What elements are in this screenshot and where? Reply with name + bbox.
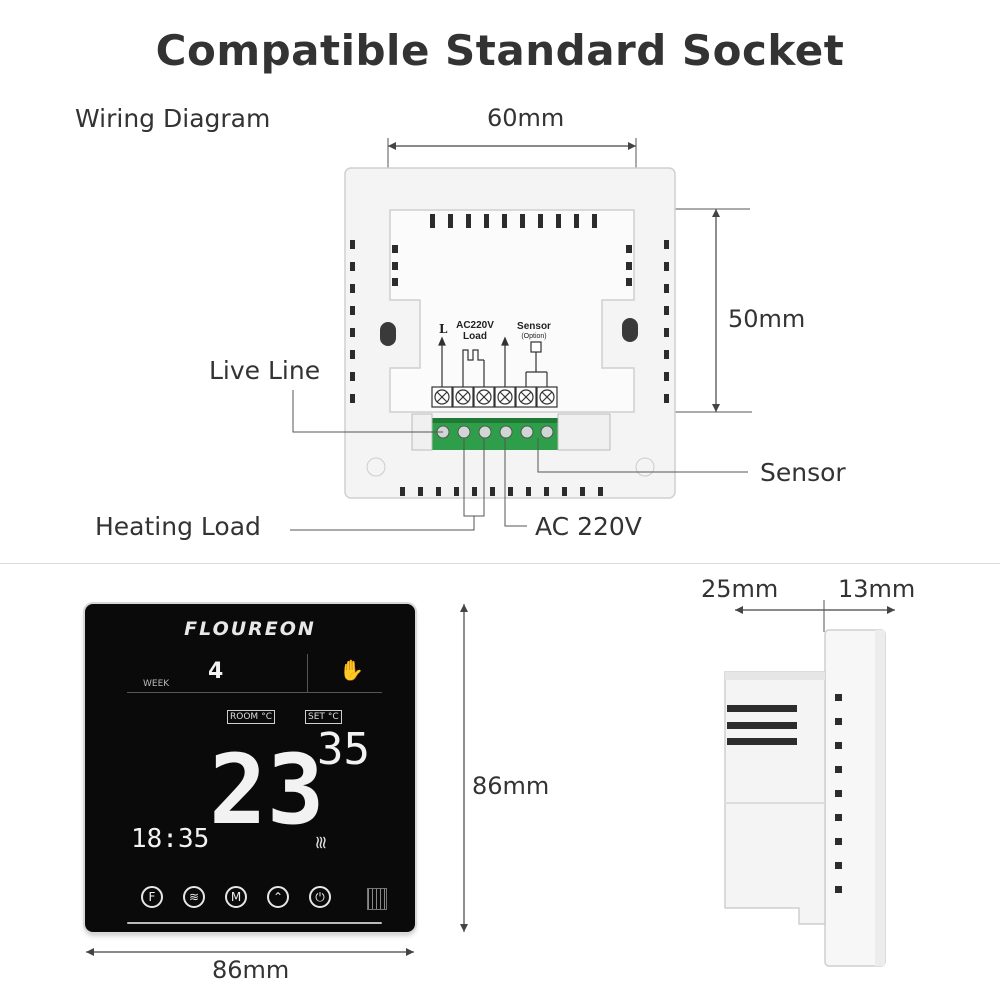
- screen-vdivider: [307, 654, 308, 692]
- sensor-terminal-name: Sensor: [517, 321, 551, 332]
- room-unit: °C: [261, 712, 272, 722]
- week-label: WEEK: [143, 679, 170, 689]
- load-label: AC220V Load: [455, 320, 495, 342]
- page-title: Compatible Standard Socket: [155, 26, 845, 75]
- speaker-grille: [367, 888, 387, 910]
- set-temperature: 35: [317, 724, 370, 775]
- side-view-drawing: [724, 629, 886, 967]
- front-dimension-lines: [86, 600, 895, 956]
- depth-back-label: 25mm: [701, 575, 779, 603]
- section-divider: [0, 563, 1000, 564]
- down-button[interactable]: ≋: [183, 886, 205, 908]
- wiring-backplate-drawing: [290, 138, 752, 531]
- front-height-label: 86mm: [472, 772, 550, 800]
- function-button[interactable]: F: [141, 886, 163, 908]
- callout-heating-load: Heating Load: [95, 512, 261, 541]
- callout-sensor: Sensor: [760, 458, 846, 487]
- brand-logo: FLOUREON: [184, 618, 316, 640]
- sensor-option-note: (Option): [521, 333, 547, 340]
- height-50mm-label: 50mm: [728, 305, 806, 333]
- load-label-line1: AC220V: [456, 320, 494, 331]
- callout-ac-220v: AC 220V: [535, 512, 642, 541]
- set-unit: °C: [327, 712, 339, 722]
- hand-icon: ✋: [339, 660, 364, 682]
- width-60mm-label: 60mm: [487, 104, 565, 132]
- thermostat-front: FLOUREON WEEK 4 ✋ ROOM°C SET°C 35 23 18:…: [85, 604, 415, 932]
- sensor-terminal-label: Sensor (Option): [512, 322, 556, 342]
- callout-live-line: Live Line: [209, 356, 321, 385]
- load-label-line2: Load: [463, 331, 487, 342]
- button-row: F ≋ M ⌃ ⏻: [141, 886, 331, 908]
- mode-button[interactable]: M: [225, 886, 247, 908]
- set-label: SET: [308, 712, 325, 722]
- light-bar: [127, 922, 382, 924]
- terminal-l-label: L: [439, 322, 448, 336]
- depth-front-label: 13mm: [838, 575, 916, 603]
- clock-time: 18:35: [131, 824, 210, 854]
- screen-divider: [127, 692, 382, 693]
- power-button[interactable]: ⏻: [309, 886, 331, 908]
- up-button[interactable]: ⌃: [267, 886, 289, 908]
- set-indicator: SET°C: [305, 710, 342, 724]
- front-width-label: 86mm: [212, 956, 290, 984]
- room-indicator: ROOM°C: [227, 710, 275, 724]
- wiring-diagram-heading: Wiring Diagram: [75, 104, 271, 133]
- room-label: ROOM: [230, 712, 259, 722]
- room-temperature: 23: [209, 734, 325, 846]
- week-value: 4: [208, 659, 224, 684]
